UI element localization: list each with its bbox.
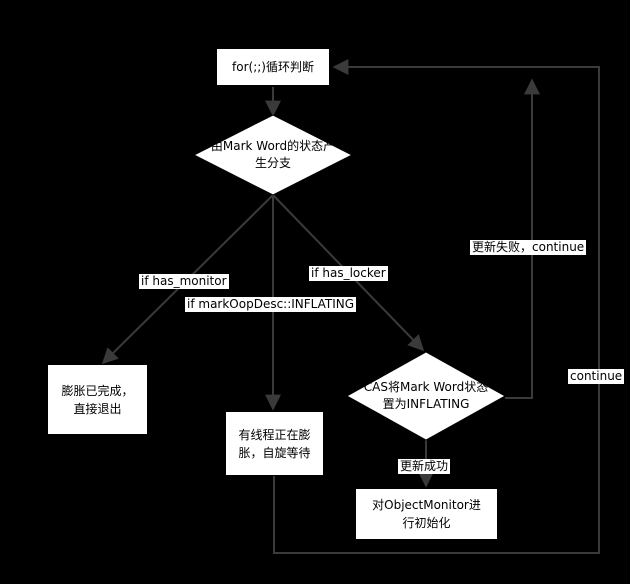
edge-label-cas-success: 更新成功 xyxy=(398,459,451,474)
edge-label-inflating: if markOopDesc::INFLATING xyxy=(185,297,357,312)
decision-branch-shape xyxy=(192,114,354,196)
node-waiting: 有线程正在膨 胀，自旋等待 xyxy=(225,411,324,476)
decision-cas-shape xyxy=(345,351,507,441)
edge-label-cas-fail: 更新失败，continue xyxy=(470,240,587,255)
edge-continue-loop xyxy=(273,59,600,554)
node-cas-label: CAS将Mark Word状态 置为INFLATING xyxy=(363,380,489,411)
node-init: 对ObjectMonitor进 行初始化 xyxy=(355,488,498,540)
edge-cas-fail-retry xyxy=(505,78,540,399)
edge-label-has-monitor: if has_monitor xyxy=(139,274,229,289)
node-branch-label: 由Mark Word的状态产 生分支 xyxy=(210,139,336,170)
node-done: 膨胀已完成， 直接退出 xyxy=(47,364,148,435)
edge-label-continue: continue xyxy=(568,369,625,384)
edge-label-has-locker: if has_locker xyxy=(309,266,388,281)
node-loop: for(;;)循环判断 xyxy=(216,48,330,86)
